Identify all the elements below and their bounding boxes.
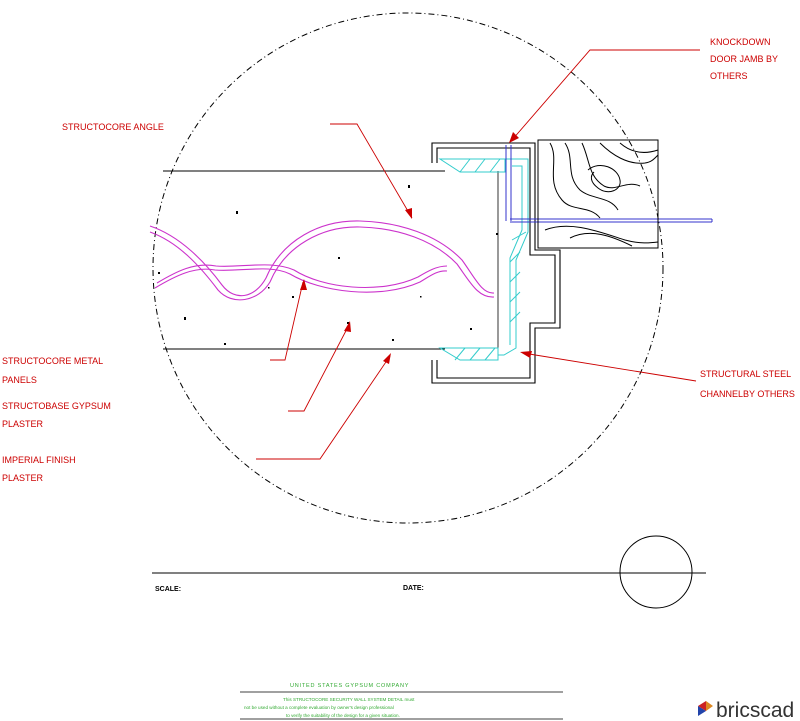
wood-stud	[537, 139, 659, 249]
label-steel-channel-2: CHANNELBY OTHERS	[700, 389, 795, 399]
footer-block: UNITED STATES GYPSUM COMPANY This STRUCT…	[240, 683, 563, 720]
structocore-angle-web	[498, 158, 529, 356]
disclaimer-line-2: not be used without a complete evaluatio…	[244, 705, 394, 710]
label-knockdown-1: KNOCKDOWN	[710, 37, 771, 47]
wall-section	[163, 170, 499, 350]
label-finish-plaster-2: PLASTER	[2, 473, 44, 483]
metal-panel-lines	[149, 220, 495, 301]
door-jamb	[505, 145, 713, 223]
label-finish-plaster-1: IMPERIAL FINISH	[2, 455, 76, 465]
label-knockdown-2: DOOR JAMB BY	[710, 54, 778, 64]
label-gypsum-plaster-1: STRUCTOBASE GYPSUM	[2, 401, 111, 411]
disclaimer-line-1: This STRUCTOCORE SECURITY WALL SYSTEM DE…	[283, 697, 415, 702]
label-steel-channel-1: STRUCTURAL STEEL	[700, 369, 791, 379]
date-label: DATE:	[403, 585, 424, 592]
plaster-aggregate	[158, 185, 498, 345]
detail-boundary-circle	[152, 12, 664, 524]
disclaimer-line-3: to verify the suitability of the design …	[286, 713, 400, 718]
label-knockdown-3: OTHERS	[710, 71, 748, 81]
structocore-angle-top	[438, 158, 506, 173]
bricscad-logo: bricscad	[698, 699, 794, 721]
label-metal-panels-2: PANELS	[2, 375, 37, 385]
bricscad-logo-icon	[698, 701, 713, 716]
label-structocore-angle: STRUCTOCORE ANGLE	[62, 122, 164, 132]
leader-arrowheads	[300, 132, 532, 364]
company-name: UNITED STATES GYPSUM COMPANY	[290, 683, 409, 689]
label-gypsum-plaster-2: PLASTER	[2, 419, 44, 429]
detail-number-circle	[619, 535, 693, 609]
leader-lines	[256, 49, 700, 460]
scale-label: SCALE:	[155, 586, 181, 593]
steel-channel	[431, 142, 561, 384]
structocore-angle-bottom	[438, 347, 499, 361]
brand-name: bricscad	[716, 699, 794, 721]
label-metal-panels-1: STRUCTOCORE METAL	[2, 356, 103, 366]
title-block: SCALE: DATE:	[152, 535, 706, 609]
